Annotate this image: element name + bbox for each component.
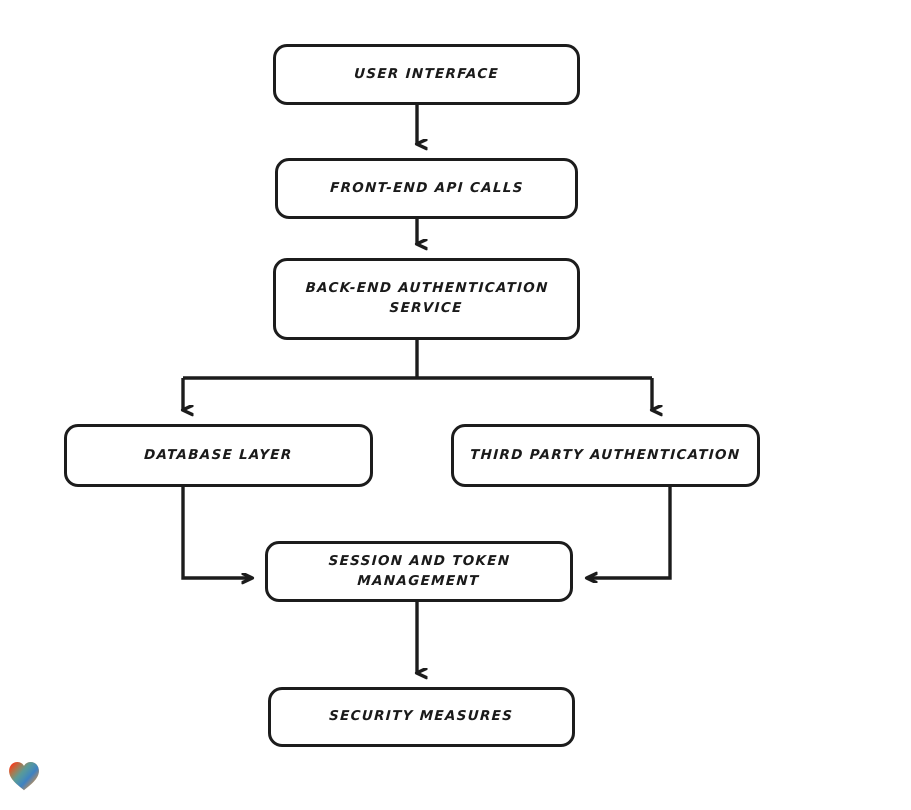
node-database-layer[interactable]: Database Layer <box>64 424 373 487</box>
node-security-measures-label: Security Measures <box>329 708 515 725</box>
node-user-interface[interactable]: User Interface <box>273 44 580 105</box>
edge-database-layer-to-session-token <box>181 487 252 578</box>
node-user-interface-label: User Interface <box>353 65 500 82</box>
node-backend-authentication-service[interactable]: Back-End Authentication Service <box>273 258 580 340</box>
node-session-and-token-management-label: Session and Token Management <box>328 552 511 589</box>
node-database-layer-label: Database Layer <box>143 446 294 463</box>
node-frontend-api-calls-label: Front-End API Calls <box>329 179 524 196</box>
node-frontend-api-calls[interactable]: Front-End API Calls <box>275 158 578 219</box>
gradient-heart-icon <box>9 762 39 791</box>
edge-third-party-auth-to-session-token <box>587 487 672 578</box>
node-security-measures[interactable]: Security Measures <box>268 687 575 747</box>
node-third-party-authentication[interactable]: Third Party Authentication <box>451 424 760 487</box>
node-backend-authentication-service-label: Back-End Authentication Service <box>305 280 550 316</box>
node-third-party-authentication-label: Third Party Authentication <box>469 446 742 463</box>
node-session-and-token-management[interactable]: Session and Token Management <box>265 541 573 602</box>
